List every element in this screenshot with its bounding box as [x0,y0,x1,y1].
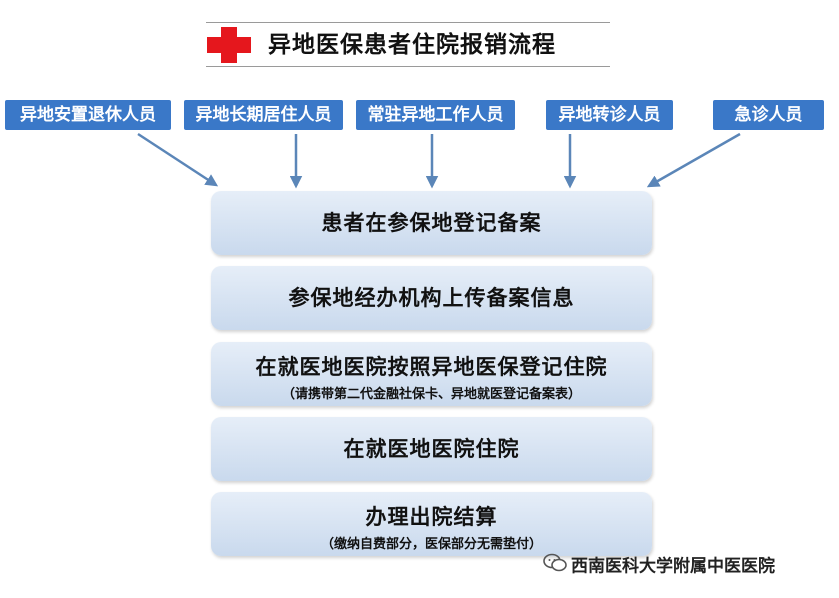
category-tag-resident-workers: 常驻异地工作人员 [356,100,515,130]
watermark-text: 西南医科大学附属中医医院 [571,556,775,577]
arrow-5 [646,132,741,188]
step-3-label: 在就医地医院按照异地医保登记住院 [255,355,608,379]
step-upload-filing-info: 参保地经办机构上传备案信息 [211,266,652,330]
step-1-label: 患者在参保地登记备案 [321,211,542,235]
watermark: 西南医科大学附属中医医院 [543,553,775,577]
step-5-label: 办理出院结算 [365,505,498,529]
step-3-note: （请携带第二代金融社保卡、异地就医登记备案表） [281,387,581,402]
step-5-note: （缴纳自费部分，医保部分无需垫付） [320,537,542,552]
title-top-rule [206,22,610,23]
red-cross-icon [207,27,251,63]
page-title: 异地医保患者住院报销流程 [268,32,556,58]
category-tag-referral-patients: 异地转诊人员 [546,100,673,130]
category-tag-relocated-retirees: 异地安置退休人员 [5,100,171,130]
step-admission-registration: 在就医地医院按照异地医保登记住院 （请携带第二代金融社保卡、异地就医登记备案表） [211,342,652,406]
step-register-filing: 患者在参保地登记备案 [211,191,652,255]
step-hospitalization: 在就医地医院住院 [211,417,652,481]
category-tag-long-term-residents: 异地长期居住人员 [184,100,343,130]
category-tag-emergency-patients: 急诊人员 [713,100,824,130]
title-bottom-rule [206,66,610,67]
step-2-label: 参保地经办机构上传备案信息 [288,286,575,310]
wechat-icon [543,553,567,580]
step-4-label: 在就医地医院住院 [343,437,520,461]
arrow-1 [137,132,219,187]
step-discharge-settlement: 办理出院结算 （缴纳自费部分，医保部分无需垫付） [211,492,652,556]
